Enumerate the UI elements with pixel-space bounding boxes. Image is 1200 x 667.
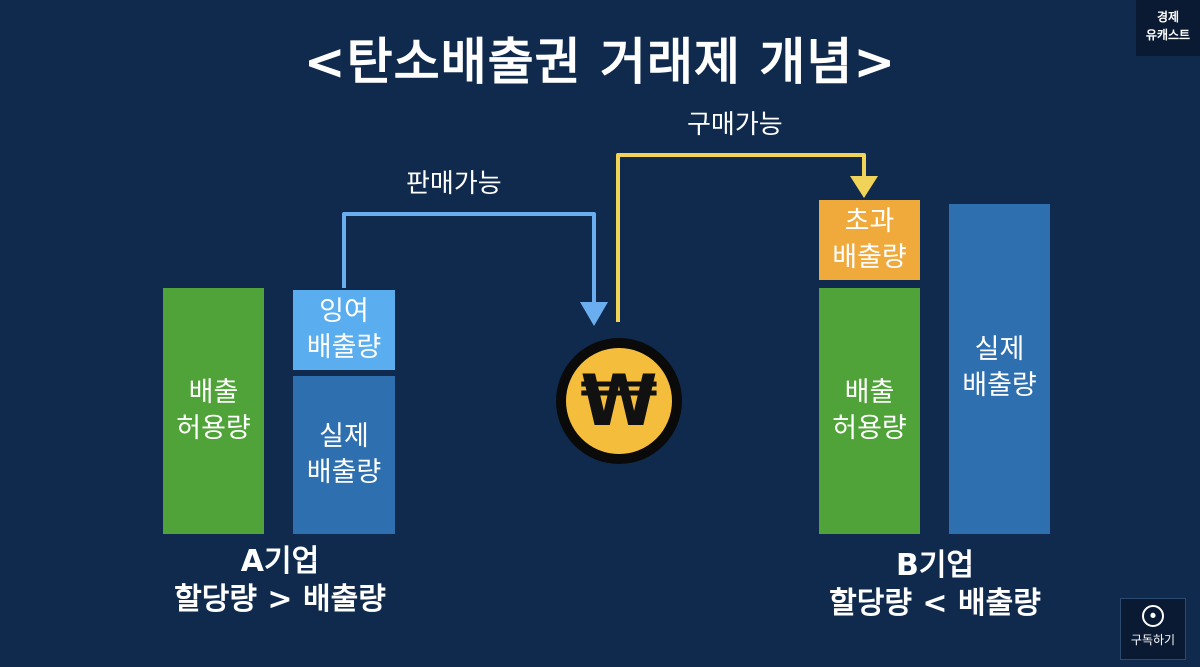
b-allowance-label: 배출 허용량: [832, 377, 907, 444]
a-surplus-bar: 잉여 배출량: [293, 290, 395, 370]
sell-arrowhead: [580, 302, 608, 326]
buy-arrowhead: [850, 176, 878, 198]
subscribe-button[interactable]: ⏺ 구독하기: [1120, 598, 1186, 660]
a-surplus-label: 잉여 배출량: [306, 296, 382, 363]
won-coin-face: ₩: [566, 348, 672, 454]
a-allowance-bar: 배출 허용량: [163, 288, 264, 534]
buy-label: 구매가능: [687, 110, 783, 140]
sell-label: 판매가능: [406, 169, 502, 199]
b-allowance-bar: 배출 허용량: [819, 288, 920, 534]
sell-arrow-path: [342, 212, 596, 302]
a-actual-label: 실제 배출량: [306, 421, 382, 488]
b-actual-bar: 실제 배출량: [949, 204, 1050, 534]
b-actual-label: 실제 배출량: [962, 334, 1037, 401]
company-a-relation: 할당량 > 배출량: [174, 582, 386, 617]
logo-line-1: 경제: [1156, 10, 1180, 24]
company-b-name: B기업: [895, 548, 975, 583]
won-symbol: ₩: [580, 360, 658, 442]
company-b-caption: B기업 할당량 < 배출량: [800, 547, 1070, 623]
microphone-icon: ⏺: [1142, 605, 1164, 627]
channel-logo: 경제 유캐스트: [1136, 0, 1200, 56]
company-a-caption: A기업 할당량 > 배출량: [150, 543, 410, 619]
a-actual-bar: 실제 배출량: [293, 376, 395, 534]
won-coin-icon: ₩: [556, 338, 682, 464]
b-excess-bar: 초과 배출량: [819, 200, 920, 280]
company-a-name: A기업: [240, 544, 320, 579]
logo-line-2: 유캐스트: [1145, 28, 1191, 42]
a-allowance-label: 배출 허용량: [176, 377, 251, 444]
page-title: <탄소배출권 거래제 개념>: [303, 33, 897, 91]
subscribe-label: 구독하기: [1130, 633, 1176, 647]
buy-arrow-path: [616, 153, 866, 322]
b-excess-label: 초과 배출량: [832, 206, 907, 273]
company-b-relation: 할당량 < 배출량: [829, 586, 1041, 621]
